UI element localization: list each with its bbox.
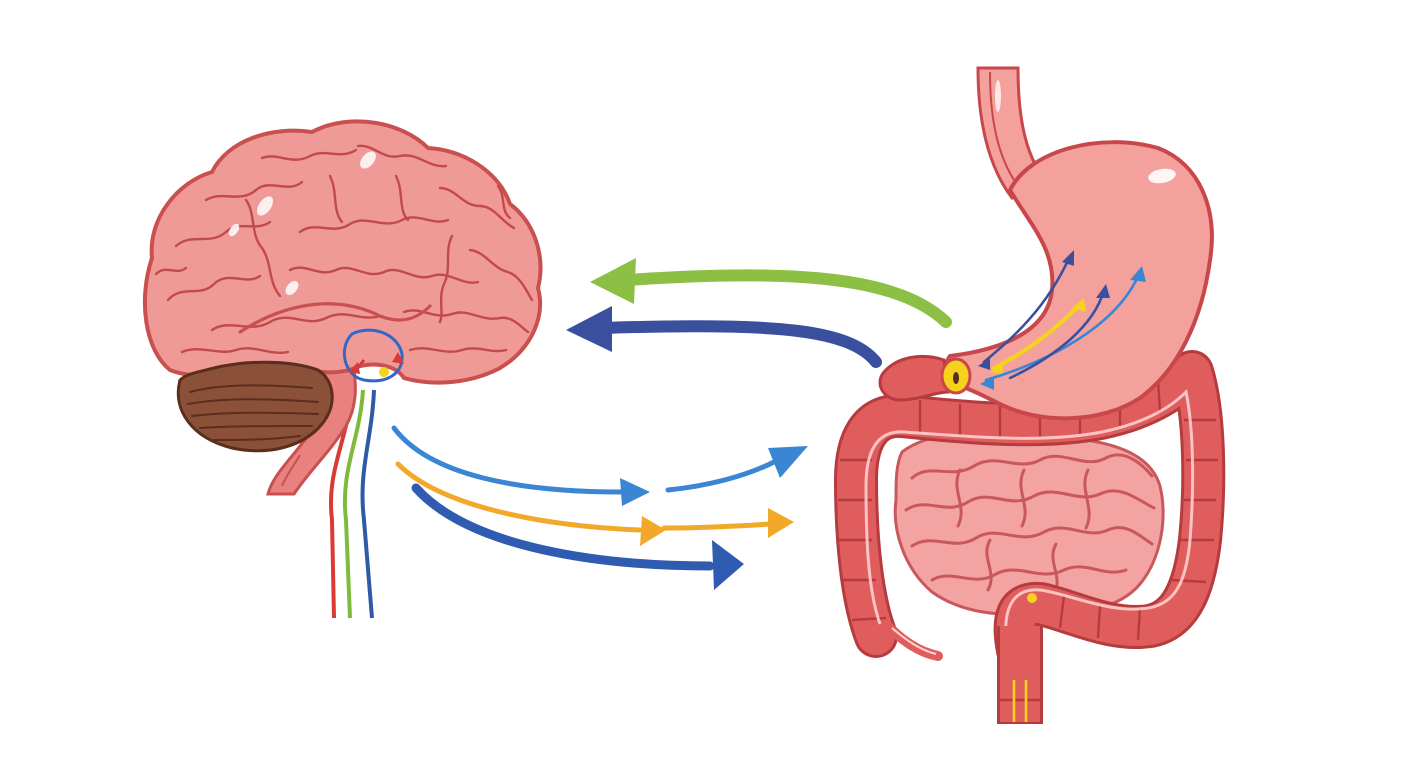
brain-highlights bbox=[228, 151, 376, 295]
brain-folds bbox=[154, 144, 534, 355]
arrow-head bbox=[768, 508, 794, 538]
arrow-icon bbox=[598, 320, 882, 368]
arrow-head bbox=[712, 540, 744, 590]
intestines-icon bbox=[834, 350, 1226, 724]
arrow-head bbox=[768, 446, 808, 478]
esophagus-highlight bbox=[995, 80, 1001, 112]
nerve-fiber-green bbox=[342, 389, 365, 619]
efferent-arrows bbox=[391, 425, 808, 590]
afferent-arrows bbox=[566, 258, 952, 368]
brain-icon bbox=[142, 119, 543, 496]
stomach-icon bbox=[878, 66, 1214, 421]
brainstem-line bbox=[281, 454, 301, 487]
cerebrum bbox=[142, 119, 543, 385]
colon-marker bbox=[1027, 593, 1037, 603]
arrow-icon bbox=[665, 459, 777, 493]
arrow-head bbox=[590, 258, 636, 304]
stomach-motility-arrows bbox=[978, 250, 1146, 390]
duodenum bbox=[878, 354, 950, 402]
appendix bbox=[883, 621, 943, 661]
arrow-icon bbox=[622, 269, 952, 328]
rectum-canal bbox=[1012, 680, 1028, 722]
colon-fill bbox=[837, 353, 1223, 669]
small-intestine-loops bbox=[904, 453, 1156, 596]
arrow-head bbox=[566, 306, 612, 352]
nerve-fiber-blue bbox=[360, 389, 376, 619]
arrow-head bbox=[620, 478, 650, 506]
arrow-icon bbox=[661, 521, 773, 531]
arrow-icon bbox=[411, 483, 715, 571]
stomach-body bbox=[944, 140, 1214, 421]
limbic-loop bbox=[342, 328, 404, 383]
cerebellum-folia bbox=[187, 384, 319, 441]
cerebellum bbox=[176, 360, 334, 453]
arrow-icon bbox=[391, 425, 625, 495]
stomach-highlight bbox=[1148, 168, 1176, 184]
colon-highlight bbox=[864, 388, 1195, 637]
colon-haustra bbox=[838, 379, 1218, 641]
arrow-head bbox=[640, 516, 666, 546]
arrow-icon bbox=[395, 461, 643, 533]
pyloric-opening bbox=[953, 372, 959, 384]
